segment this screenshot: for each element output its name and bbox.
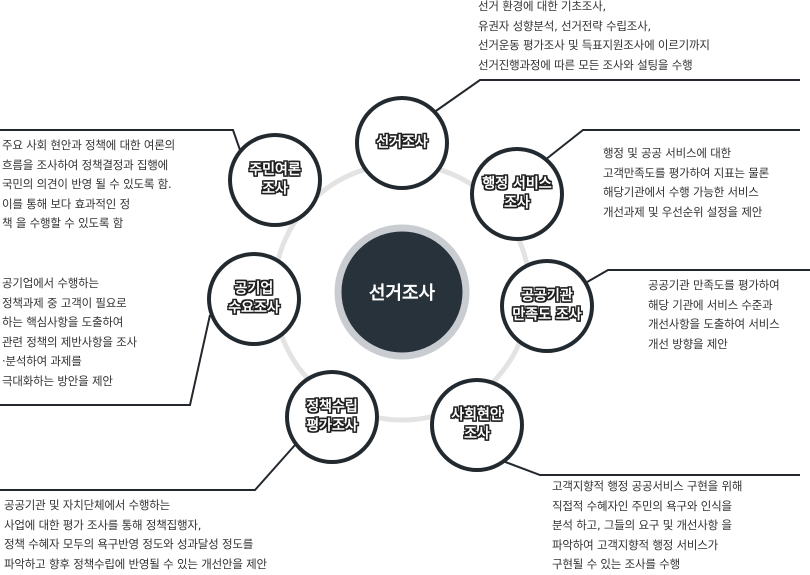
description-line: 분석 하고, 그들의 요구 및 개선사항 을: [552, 518, 732, 532]
leader-lines: [0, 79, 810, 491]
description-line: 공공기관 및 자치단체에서 수행하는: [4, 498, 171, 512]
node-circle-public-satisfaction[interactable]: [500, 259, 594, 353]
center-label: 선거조사: [368, 283, 436, 304]
node-label-line: 행정 서비스: [482, 176, 552, 192]
description-line: 주요 사회 현안과 정책에 대한 여론의: [2, 138, 175, 152]
description-line: 구현될 수 있는 조사를 수행: [552, 557, 681, 571]
description-line: 선거운동 평가조사 및 득표지원조사에 이르기까지: [478, 38, 710, 52]
description-line: 극대화하는 방안을 제안: [2, 373, 113, 388]
description-line: 정책과제 중 고객이 필요로: [2, 295, 127, 310]
description-line: 정책 수혜자 모두의 욕구반영 정도와 성과달성 정도를: [4, 537, 254, 551]
node-label-line: 만족도 조사: [512, 307, 582, 323]
node-label-line: 조사: [262, 181, 288, 197]
description-line: 해당 기관에 서비스 수준과: [648, 297, 773, 312]
node-circle-public-enterprise[interactable]: [207, 252, 301, 346]
description-line: ·분석하여 과제를: [2, 354, 82, 368]
description-line: 관련 정책의 제반사항을 조사: [2, 334, 137, 349]
node-label-line: 공공기관: [521, 288, 573, 304]
description-line: 해당기관에서 수행 가능한 서비스: [603, 185, 759, 199]
node-label-line: 공기업: [234, 281, 274, 297]
node-label-election: 선거조사: [376, 134, 428, 153]
description-line: 책 을 수행할 수 있도록 함: [2, 216, 124, 230]
leader-line-election: [432, 79, 800, 114]
description-line: 선거 환경에 대한 기초조사,: [478, 0, 607, 13]
leader-line-admin-service: [544, 129, 800, 161]
description-line: 선거진행과정에 따른 모든 조사와 설팅을 수행: [478, 57, 693, 72]
description-line: 고객만족도를 평가하여 지표는 물론: [603, 165, 770, 180]
node-label-line: 선거조사: [376, 134, 428, 151]
description-line: 파악하고 향후 정책수립에 반영될 수 있는 개선안을 제안: [4, 556, 267, 571]
node-circle-policy-eval[interactable]: [285, 370, 379, 464]
node-label-line: 주민여론: [249, 162, 301, 178]
description-line: 흐름을 조사하여 정책결정과 집행에: [2, 157, 169, 172]
leader-line-public-opinion: [0, 129, 241, 151]
node-description-election: 선거 환경에 대한 기초조사, 유권자 성향분석, 선거전략 수립조사, 선거운동 …: [478, 0, 710, 75]
node-label-line: 평가조사: [306, 418, 358, 434]
description-line: 개선사항을 도출하여 서비스: [648, 317, 780, 331]
leader-line-public-satisfaction: [581, 269, 810, 286]
node-circle-social-issue[interactable]: [430, 378, 524, 472]
description-line: 국민의 의견이 반영 될 수 있도록 함.: [2, 177, 172, 191]
description-line: 개선 방향을 제안: [648, 336, 728, 351]
description-line: 사업에 대한 평가 조사를 통해 정책집행자,: [4, 517, 202, 532]
description-line: 직접적 수혜자인 주민의 욕구와 인식을: [552, 498, 732, 513]
description-line: 공기업에서 수행하는: [2, 276, 99, 290]
description-line: 공공기관 만족도를 평가하여: [648, 278, 780, 292]
description-line: 하는 핵심사항을 도출하여: [2, 315, 124, 329]
node-circles: [207, 96, 594, 472]
description-line: 이를 통해 보다 효과적인 정: [2, 196, 131, 211]
node-circle-election[interactable]: [355, 96, 449, 190]
description-line: 파악하여 고객지향적 행정 서비스가: [552, 537, 719, 552]
node-circle-public-opinion[interactable]: [228, 133, 322, 227]
description-line: 고객지향적 행정 공공서비스 구현을 위해: [552, 479, 743, 493]
node-circle-admin-service[interactable]: [470, 147, 564, 241]
node-label-line: 사회현안: [451, 407, 503, 423]
node-label-line: 수요조사: [228, 300, 280, 316]
description-line: 유권자 성향분석, 선거전략 수립조사,: [478, 18, 651, 33]
leader-line-public-enterprise: [0, 314, 211, 406]
node-label-line: 정책수립: [306, 399, 358, 415]
description-line: 행정 및 공공 서비스에 대한: [603, 146, 732, 160]
node-label-line: 조사: [504, 195, 530, 211]
center-circle: [334, 224, 470, 360]
node-label-line: 조사: [464, 426, 490, 442]
leader-line-social-issue: [499, 459, 800, 476]
description-line: 개선과제 및 우선순위 설정을 제안: [603, 204, 763, 219]
leader-line-policy-eval: [0, 444, 296, 491]
